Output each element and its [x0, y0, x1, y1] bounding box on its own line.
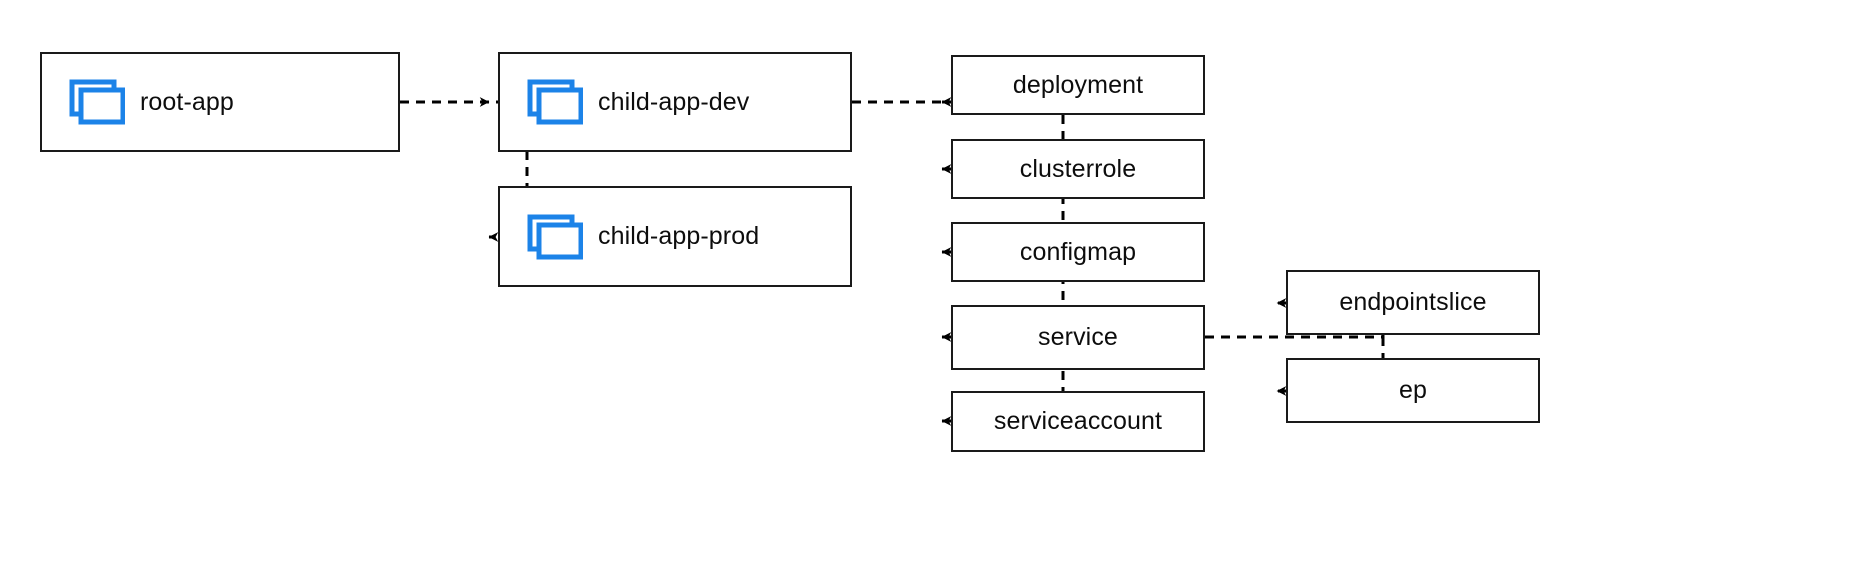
- node-root-app[interactable]: root-app: [40, 52, 400, 152]
- node-child-app-dev[interactable]: child-app-dev: [498, 52, 852, 152]
- node-label: deployment: [1012, 70, 1144, 99]
- node-ep[interactable]: ep: [1286, 358, 1540, 423]
- node-label: service: [1038, 323, 1118, 351]
- stacked-applications-icon: [524, 79, 586, 125]
- stacked-applications-icon: [524, 214, 586, 260]
- node-label: root-app: [140, 87, 234, 116]
- node-label: configmap: [1019, 237, 1137, 266]
- node-serviceaccount[interactable]: serviceaccount: [951, 391, 1205, 452]
- node-endpointslice[interactable]: endpointslice: [1286, 270, 1540, 335]
- node-deployment[interactable]: deployment: [951, 55, 1205, 115]
- node-label: clusterrole: [1019, 154, 1137, 183]
- node-label: endpointslice: [1339, 288, 1487, 316]
- node-label: serviceaccount: [993, 407, 1163, 435]
- node-child-app-prod[interactable]: child-app-prod: [498, 186, 852, 287]
- node-clusterrole[interactable]: clusterrole: [951, 139, 1205, 199]
- node-label: child-app-prod: [598, 222, 760, 250]
- stacked-applications-icon: [66, 79, 128, 125]
- node-service[interactable]: service: [951, 305, 1205, 370]
- node-configmap[interactable]: configmap: [951, 222, 1205, 282]
- node-label: ep: [1398, 376, 1427, 404]
- node-label: child-app-dev: [598, 87, 750, 116]
